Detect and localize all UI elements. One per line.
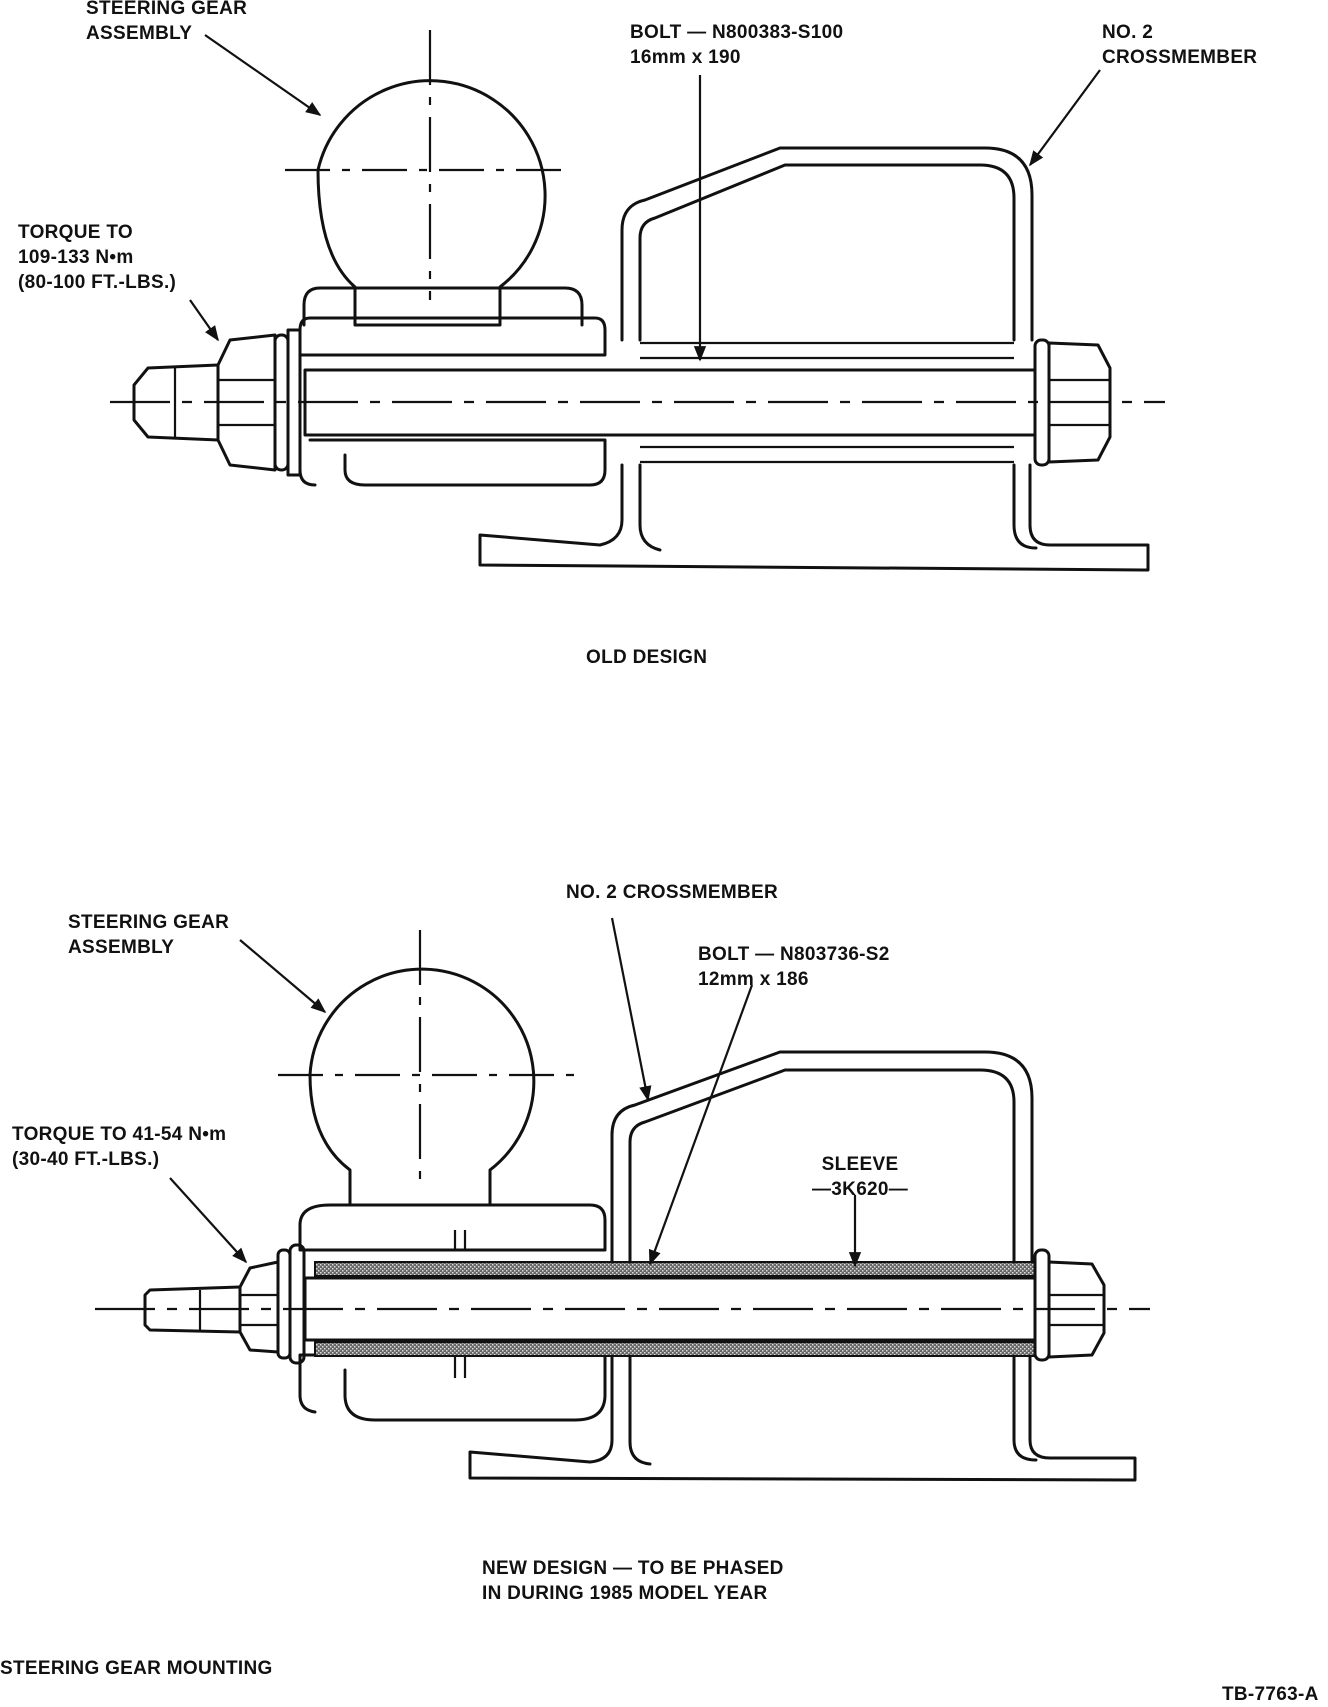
old-crossmember [620, 146, 1034, 342]
new-sleeve-label-line1: SLEEVE [821, 1154, 899, 1175]
new-design-caption-line2: IN DURING 1985 MODEL YEAR [482, 1583, 768, 1604]
old-bolt-label-line2: 16mm x 190 [630, 47, 741, 68]
new-bolt-label-line1: BOLT — N803736-S2 [698, 944, 890, 965]
old-torque-label-line2: 109-133 N•m [18, 247, 134, 268]
new-sleeve [314, 1261, 1036, 1277]
new-design-caption-line1: NEW DESIGN — TO BE PHASED [482, 1558, 784, 1579]
figure-id: TB-7763-A [1222, 1684, 1319, 1705]
old-design-drawing [110, 30, 1165, 572]
old-steering-gear-housing [316, 79, 547, 327]
new-design-drawing [95, 917, 1150, 1482]
new-right-nut [1047, 1260, 1106, 1359]
new-sleeve-label: SLEEVE —3K620— [812, 1152, 908, 1202]
new-left-nut [238, 1260, 280, 1354]
old-bolt-label-line1: BOLT — N800383-S100 [630, 22, 844, 43]
old-steering-gear-label-line2: ASSEMBLY [86, 23, 193, 44]
new-design-caption: NEW DESIGN — TO BE PHASED IN DURING 1985… [482, 1556, 784, 1606]
figure-title: STEERING GEAR MOUNTING [0, 1658, 273, 1679]
new-sleeve-label-line2: —3K620— [812, 1179, 909, 1200]
new-crossmember-label: NO. 2 CROSSMEMBER [566, 882, 779, 903]
old-design-caption: OLD DESIGN [586, 647, 708, 668]
new-bolt-label: BOLT — N803736-S2 12mm x 186 [698, 942, 890, 992]
old-torque-label: TORQUE TO 109-133 N•m (80-100 FT.-LBS.) [18, 220, 176, 295]
old-crossmember-label: NO. 2 CROSSMEMBER [1102, 20, 1257, 70]
old-torque-label-line3: (80-100 FT.-LBS.) [18, 272, 177, 293]
new-steering-gear-label-line1: STEERING GEAR [68, 912, 230, 933]
new-steering-gear-label: STEERING GEAR ASSEMBLY [68, 910, 229, 960]
new-torque-label-line2: (30-40 FT.-LBS.) [12, 1149, 160, 1170]
old-steering-gear-label-line1: STEERING GEAR [86, 0, 248, 19]
old-steering-gear-label: STEERING GEAR ASSEMBLY [86, 0, 247, 46]
new-torque-label-line1: TORQUE TO 41-54 N•m [12, 1124, 227, 1145]
new-crossmember [610, 1050, 1034, 1264]
old-bolt-label: BOLT — N800383-S100 16mm x 190 [630, 20, 843, 70]
old-right-nut [1047, 341, 1112, 464]
new-steering-gear-label-line2: ASSEMBLY [68, 937, 175, 958]
new-steering-gear-housing [308, 967, 536, 1207]
new-torque-label: TORQUE TO 41-54 N•m (30-40 FT.-LBS.) [12, 1122, 226, 1172]
old-crossmember-label-line2: CROSSMEMBER [1102, 47, 1258, 68]
old-crossmember-label-line1: NO. 2 [1102, 22, 1154, 43]
new-bolt-label-line2: 12mm x 186 [698, 969, 809, 990]
old-torque-label-line1: TORQUE TO [18, 222, 133, 243]
